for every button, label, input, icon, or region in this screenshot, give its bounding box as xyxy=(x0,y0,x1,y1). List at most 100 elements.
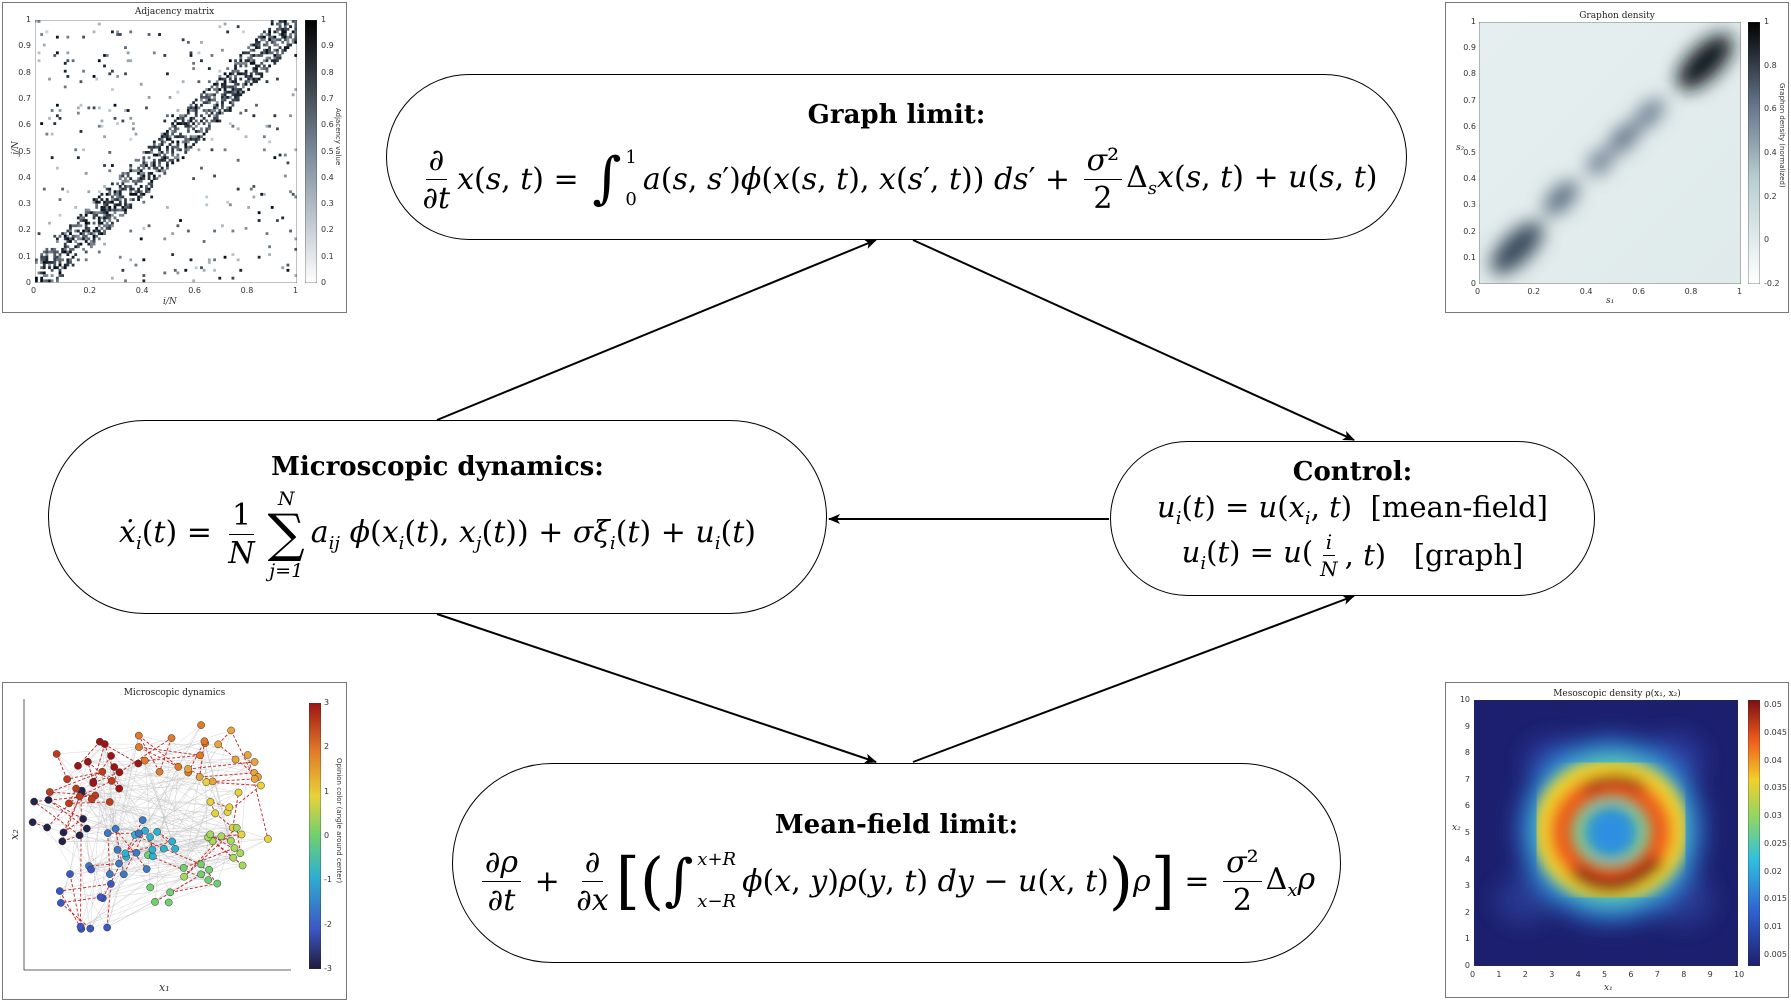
tick-label: 0.1 xyxy=(321,251,334,261)
tick-label: 0.3 xyxy=(1463,200,1476,210)
tick-label: -1 xyxy=(324,875,332,885)
control-mean-field-tag: [mean-field] xyxy=(1370,490,1548,525)
tick-label: 0.2 xyxy=(321,225,334,235)
tick-label: 7 xyxy=(1464,774,1470,784)
tick-label: 5 xyxy=(1464,828,1470,837)
tick-label: 0.4 xyxy=(135,286,149,295)
microscopic-plot-title: Microscopic dynamics xyxy=(123,688,226,698)
tick-label: 0.7 xyxy=(321,93,334,103)
adjacency-matrix-plot xyxy=(35,20,297,283)
tick-label: 0.05 xyxy=(1764,700,1782,709)
tick-label: 0.1 xyxy=(1463,252,1476,262)
tick-label: 9 xyxy=(1707,970,1713,979)
tick-label: 1 xyxy=(293,286,299,295)
tick-label: 0.015 xyxy=(1764,894,1787,904)
control-node: Control: ui(t) = u(xi, t) [mean-field] u… xyxy=(1110,441,1595,596)
mesoscopic-density-title: Mesoscopic density ρ(x₁, x₂) xyxy=(1553,689,1681,699)
tick-label: 3 xyxy=(1549,970,1555,979)
tick-label: 0.035 xyxy=(1764,783,1787,793)
arrow-meanfield-to-control xyxy=(912,595,1355,763)
tick-label: 9 xyxy=(1464,721,1470,731)
tick-label: 0.025 xyxy=(1764,838,1787,848)
tick-label: 4 xyxy=(1575,970,1581,979)
control-title: Control: xyxy=(1292,457,1413,488)
tick-label: 1 xyxy=(25,15,31,24)
tick-label: 7 xyxy=(1654,970,1660,979)
mesoscopic-density-panel: Mesoscopic density ρ(x₁, x₂) xyxy=(1445,682,1789,998)
adjacency-matrix-title: Adjacency matrix xyxy=(134,7,215,17)
tick-label: 6 xyxy=(1628,970,1634,979)
tick-label: 0.2 xyxy=(1463,226,1476,236)
tick-label: 0.8 xyxy=(18,67,31,77)
tick-label: 0.4 xyxy=(1579,287,1593,296)
tick-label: 0 xyxy=(324,831,330,840)
tick-label: 0 xyxy=(1470,279,1476,288)
tick-label: 10 xyxy=(1734,970,1745,979)
graphon-colorbar xyxy=(1748,22,1760,284)
microscopic-colorbar xyxy=(309,703,321,969)
tick-label: 0.8 xyxy=(321,67,334,77)
tick-label: 8 xyxy=(1464,748,1470,758)
microscopic-colorbar-label: Opinion color (angle around center) xyxy=(335,758,343,884)
microscopic-ylabel: x₂ xyxy=(7,829,21,840)
microscopic-xlabel: x₁ xyxy=(159,981,170,994)
tick-label: 0 xyxy=(1475,287,1481,296)
tick-label: 0.04 xyxy=(1764,755,1782,765)
tick-label: 0.7 xyxy=(1463,95,1476,105)
tick-label: 0.3 xyxy=(321,199,334,209)
tick-label: 0 xyxy=(25,278,31,287)
control-mean-field-line: ui(t) = u(xi, t) [mean-field] xyxy=(1157,490,1548,530)
mesoscopic-ylabel: x₂ xyxy=(1452,823,1461,833)
tick-label: 0.8 xyxy=(1764,60,1777,70)
mesoscopic-colorbar xyxy=(1748,700,1760,966)
tick-label: 1 xyxy=(1496,970,1502,979)
tick-label: 4 xyxy=(1464,854,1470,864)
tick-label: 0.9 xyxy=(321,41,334,51)
tick-label: 0.2 xyxy=(83,286,97,295)
tick-label: 0.045 xyxy=(1764,727,1787,737)
adjacency-colorbar xyxy=(305,20,317,283)
tick-label: 0.5 xyxy=(18,146,31,156)
tick-label: 0.5 xyxy=(321,146,334,156)
tick-label: 0.005 xyxy=(1764,950,1787,959)
graphon-ylabel: s₂ xyxy=(1456,143,1465,153)
tick-label: 0.2 xyxy=(18,225,31,235)
tick-label: 2 xyxy=(1522,970,1528,979)
tick-label: 0.9 xyxy=(1463,43,1476,53)
tick-label: -2 xyxy=(324,919,332,929)
tick-label: 0.6 xyxy=(1463,121,1476,131)
tick-label: 0.01 xyxy=(1764,922,1782,932)
tick-label: 2 xyxy=(1464,907,1470,917)
tick-label: 0.02 xyxy=(1764,866,1782,876)
tick-label: 0.4 xyxy=(321,172,334,182)
graphon-xlabel: s₁ xyxy=(1606,296,1615,306)
tick-label: 0 xyxy=(1764,235,1770,245)
tick-label: 0 xyxy=(321,278,327,287)
tick-label: 10 xyxy=(1459,695,1470,704)
graph-limit-title: Graph limit: xyxy=(807,99,986,130)
tick-label: 1 xyxy=(1470,17,1476,26)
tick-label: 0.4 xyxy=(18,172,31,182)
mean-field-limit-title: Mean-field limit: xyxy=(774,809,1019,840)
mesoscopic-xlabel: x₁ xyxy=(1604,983,1613,993)
arrow-micro-to-graph xyxy=(436,239,877,421)
tick-label: 0.4 xyxy=(1764,148,1777,157)
microscopic-dynamics-title: Microscopic dynamics: xyxy=(271,452,604,483)
tick-label: 0.4 xyxy=(1463,174,1476,184)
tick-label: 0.5 xyxy=(1463,148,1476,157)
tick-label: 2 xyxy=(324,742,330,752)
tick-label: 0 xyxy=(1464,961,1470,970)
graphon-density-plot xyxy=(1479,22,1741,284)
tick-label: 3 xyxy=(324,698,330,707)
arrow-micro-to-meanfield xyxy=(436,613,877,764)
tick-label: 0.6 xyxy=(1632,287,1645,296)
graphon-colorbar-label: Graphon density (normalized) xyxy=(1778,83,1786,188)
